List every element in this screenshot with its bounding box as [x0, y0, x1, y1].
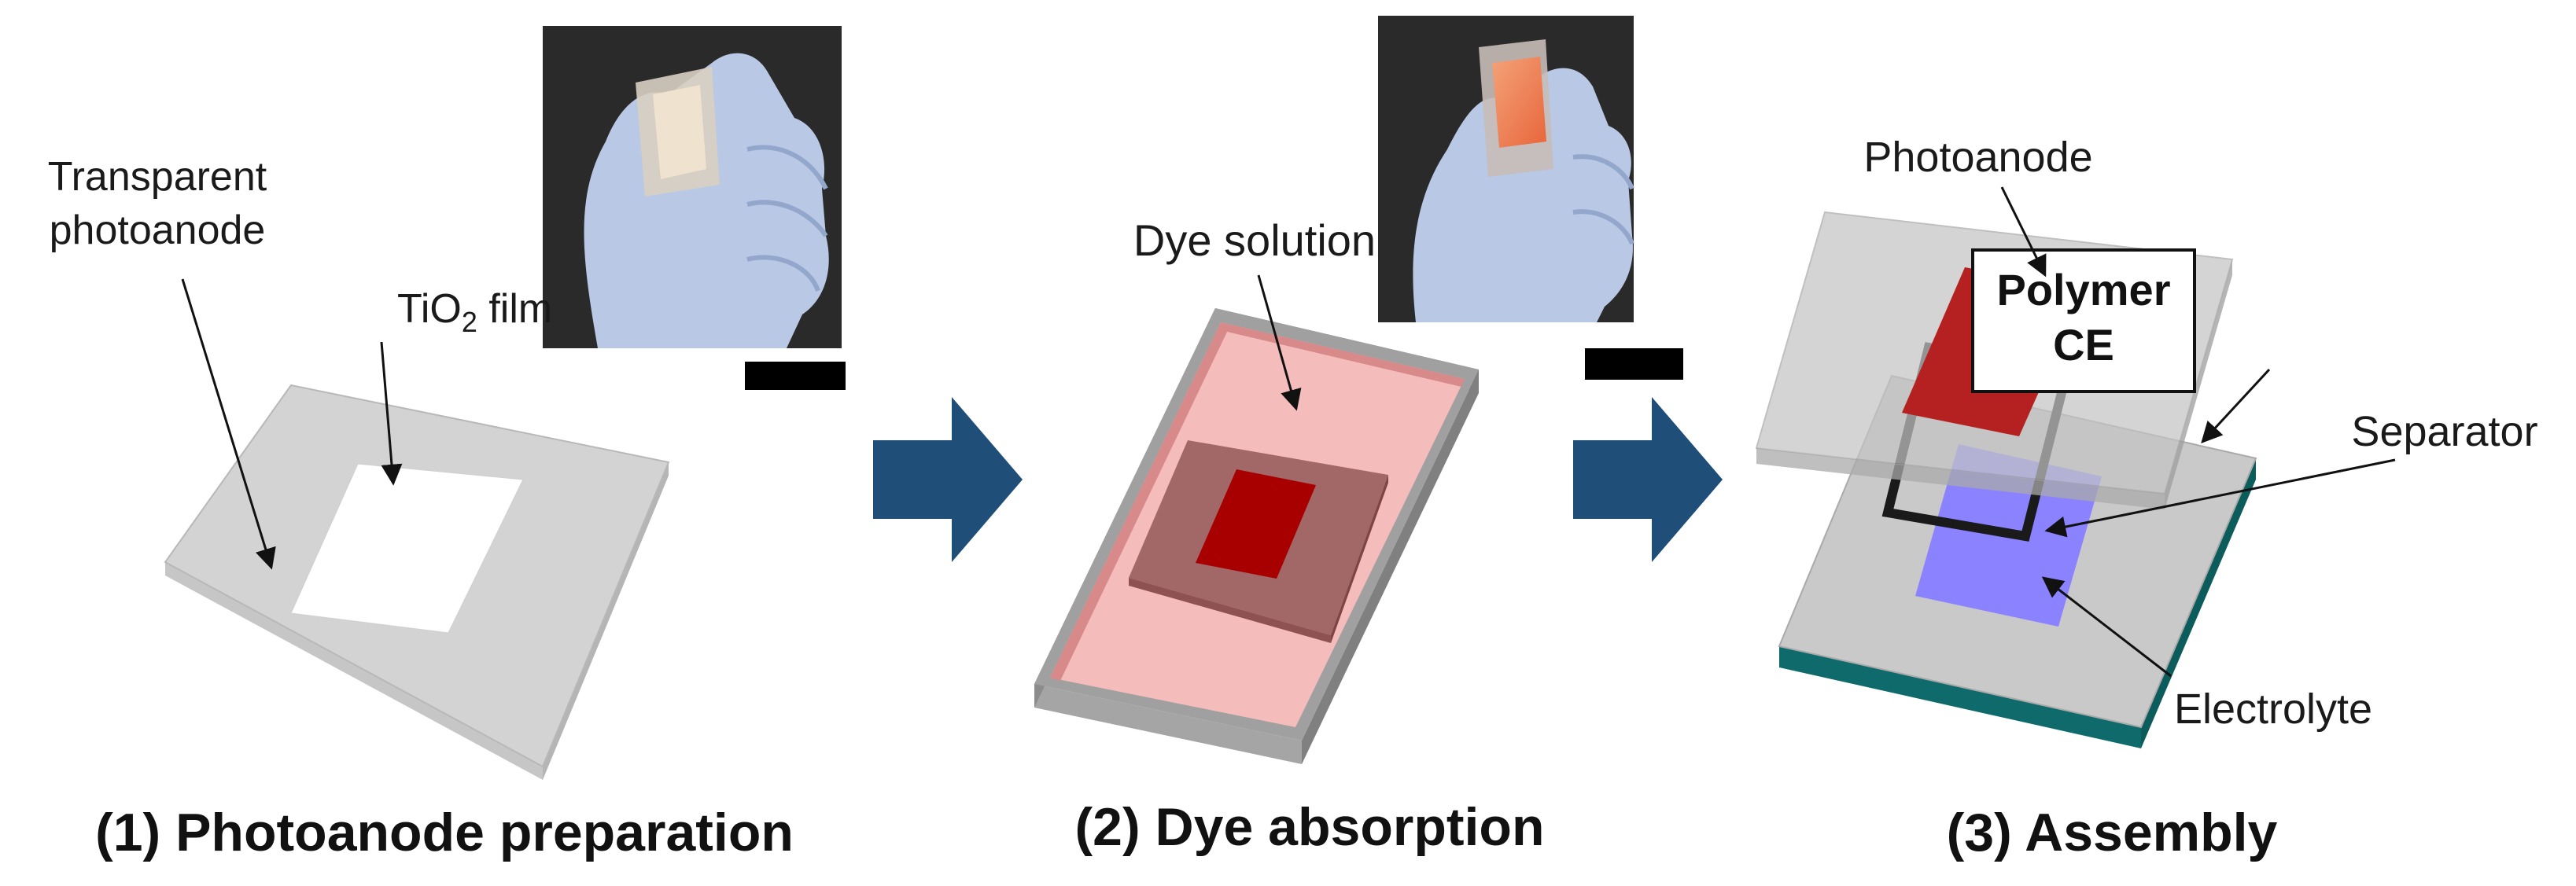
caption-assembly: (3) Assembly	[1947, 803, 2278, 862]
caption-dye-absorption: (2) Dye absorption	[1075, 797, 1545, 857]
photo-dyed-device-in-glove	[1378, 16, 1683, 380]
caption-photoanode-preparation: (1) Photoanode preparation	[95, 803, 794, 862]
dyed-tio2-film	[1196, 469, 1316, 579]
label-photoanode: Photoanode	[1863, 134, 2092, 181]
panel-assembly: Polymer CE Photoanode Separator Electrol…	[1755, 134, 2538, 862]
panel-photoanode-preparation: Transparent photoanode TiO2 film (1) Pho…	[48, 26, 846, 862]
label-separator: Separator	[2351, 408, 2537, 455]
label-polymer-ce-line2: CE	[2053, 320, 2114, 369]
label-electrolyte: Electrolyte	[2174, 686, 2372, 733]
arrow-right-icon	[873, 397, 1023, 562]
photo-device-in-glove	[543, 26, 846, 390]
tio2-film	[290, 463, 524, 634]
pointer-tio2-film	[380, 341, 403, 486]
polymer-ce-box	[1971, 248, 2196, 393]
label-transparent-line1: Transparent	[48, 154, 267, 200]
scale-bar	[745, 362, 846, 390]
pointer-transparent-photoanode	[181, 278, 276, 570]
label-tio2-film: TiO2 film	[397, 286, 552, 338]
pointer-polymer-ce	[2201, 368, 2271, 443]
label-dye-solution: Dye solution	[1133, 215, 1376, 265]
panel-dye-absorption: Dye solution (2) Dye absorption	[1034, 16, 1683, 857]
pointer-photoanode	[2000, 186, 2047, 278]
pointer-separator	[2044, 458, 2396, 538]
scale-bar	[1585, 348, 1683, 380]
label-polymer-ce-line1: Polymer	[1997, 265, 2171, 314]
arrow-right-icon	[1573, 397, 1723, 562]
pointer-dye-solution	[1257, 274, 1302, 411]
label-transparent-line2: photoanode	[50, 208, 266, 253]
pointer-electrolyte	[2041, 576, 2172, 678]
